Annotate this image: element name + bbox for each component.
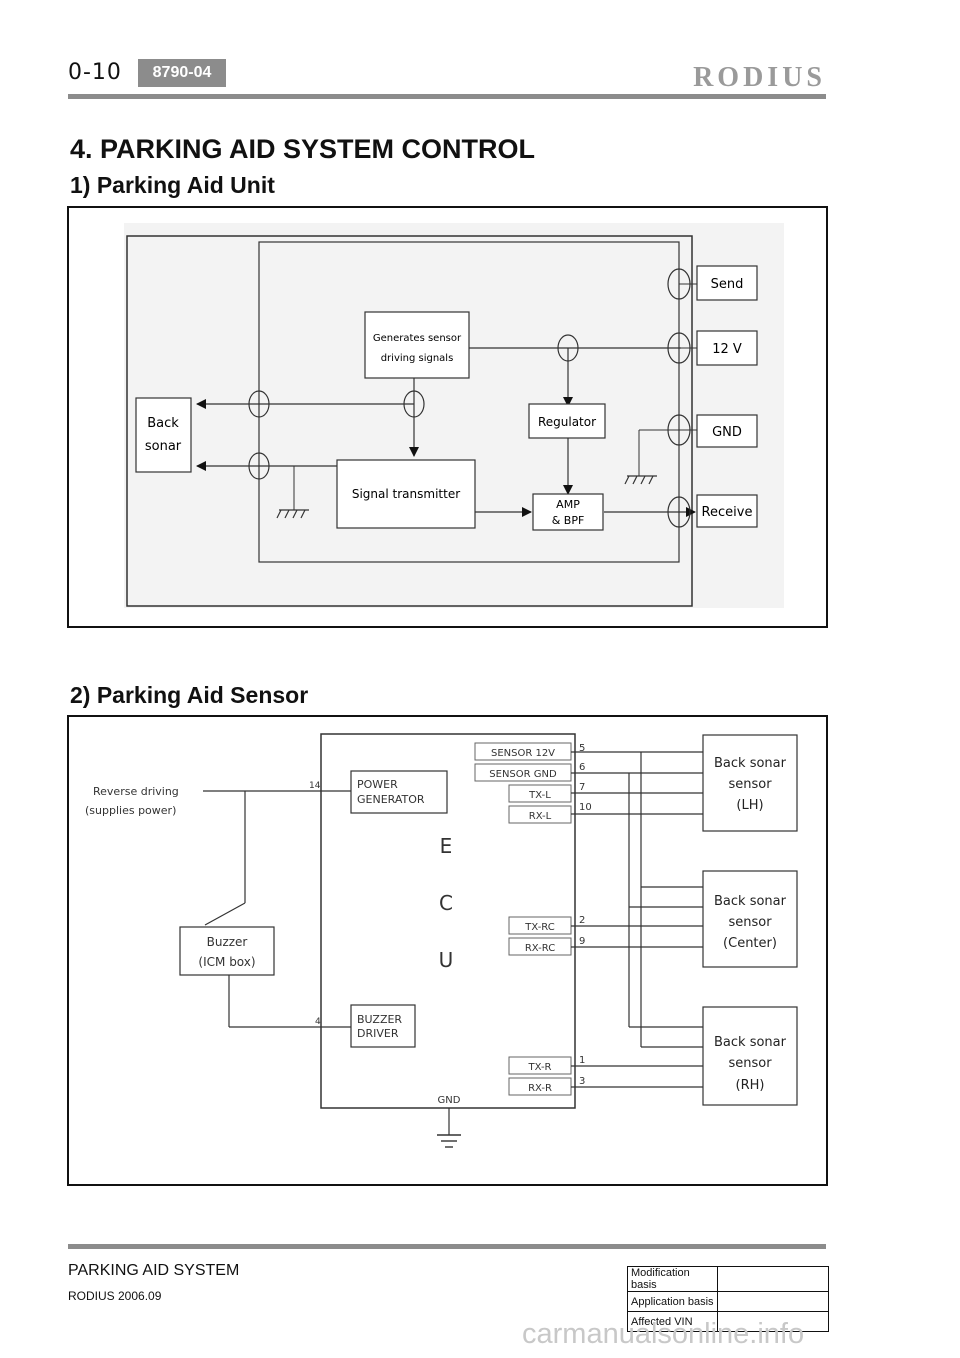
ecu-letter-c: C bbox=[439, 891, 453, 915]
section-title: 4. PARKING AID SYSTEM CONTROL bbox=[70, 134, 536, 164]
footer-date: RODIUS 2006.09 bbox=[68, 1289, 162, 1303]
regulator-box bbox=[528, 403, 606, 439]
signal-tx-l: TX-L bbox=[528, 790, 551, 801]
terminal-send-label: Send bbox=[711, 277, 744, 292]
signal-sensor-gnd: SENSOR GND bbox=[489, 769, 557, 780]
sensor-rh-box bbox=[702, 1006, 798, 1106]
sensor-diagram-frame: Reverse driving (supplies power) 14 Buzz… bbox=[67, 715, 828, 1186]
doc-code-badge: 8790-04 bbox=[138, 59, 226, 87]
pin-3: 3 bbox=[579, 1076, 585, 1087]
signal-transmitter-box bbox=[336, 459, 476, 529]
buzzer-driver-label-2: DRIVER bbox=[357, 1027, 399, 1040]
signal-sensor-12v: SENSOR 12V bbox=[491, 748, 555, 759]
gnd-label: GND bbox=[438, 1095, 461, 1106]
sensor-center-box bbox=[702, 870, 798, 968]
regulator-label: Regulator bbox=[538, 415, 596, 429]
unit-diagram-frame: Back sonar Generates sensor driving sign… bbox=[67, 206, 828, 628]
modification-basis-label: Modification basis bbox=[627, 1266, 718, 1292]
sensor-lh-label-1: Back sonar bbox=[714, 756, 787, 771]
terminal-send-box bbox=[696, 265, 758, 301]
pin-14: 14 bbox=[309, 781, 321, 791]
diagram-background bbox=[124, 223, 784, 608]
buzzer-label-1: Buzzer bbox=[207, 935, 248, 949]
affected-vin-value bbox=[717, 1311, 829, 1332]
footer-title: PARKING AID SYSTEM bbox=[68, 1262, 240, 1279]
sensor-wiring-diagram: Reverse driving (supplies power) 14 Buzz… bbox=[85, 733, 798, 1148]
ecu-box bbox=[320, 733, 576, 1109]
sensor-lh-label-2: sensor bbox=[728, 777, 772, 792]
reverse-label-1: Reverse driving bbox=[93, 785, 179, 798]
pin-4: 4 bbox=[315, 1017, 321, 1027]
power-gen-label-1: POWER bbox=[357, 778, 398, 791]
sensor-rh-label-3: (RH) bbox=[736, 1078, 765, 1093]
power-gen-label-2: GENERATOR bbox=[357, 793, 425, 806]
buzzer-box bbox=[179, 926, 275, 976]
terminal-receive-box bbox=[696, 494, 758, 528]
application-basis-label: Application basis bbox=[627, 1291, 718, 1312]
ground-symbol bbox=[276, 509, 309, 519]
pin-10: 10 bbox=[579, 802, 592, 813]
buzzer-driver-box bbox=[350, 1004, 416, 1048]
connector-circles bbox=[248, 268, 691, 528]
header-rule bbox=[68, 94, 826, 99]
power-generator-box bbox=[350, 770, 448, 814]
terminal-receive-label: Receive bbox=[702, 505, 753, 520]
affected-vin-label: Affected VIN bbox=[627, 1311, 718, 1332]
signal-rx-l: RX-L bbox=[529, 811, 552, 822]
generator-label-2: driving signals bbox=[381, 353, 454, 364]
buzzer-driver-label-1: BUZZER bbox=[357, 1013, 402, 1026]
terminal-gnd-box bbox=[696, 414, 758, 448]
terminal-12v-label: 12 V bbox=[712, 342, 742, 357]
transmitter-label: Signal transmitter bbox=[352, 487, 460, 501]
signal-rx-r: RX-R bbox=[528, 1083, 552, 1094]
generator-label-1: Generates sensor bbox=[373, 333, 462, 344]
signal-rx-rc: RX-RC bbox=[525, 943, 555, 954]
pin-5: 5 bbox=[579, 743, 585, 754]
ground-symbol bbox=[624, 475, 657, 485]
pin-6: 6 bbox=[579, 762, 585, 773]
unit-block-diagram: Back sonar Generates sensor driving sign… bbox=[124, 223, 784, 608]
sensor-center-label-2: sensor bbox=[728, 915, 772, 930]
signal-tx-rc: TX-RC bbox=[524, 922, 555, 933]
ecu-letter-u: U bbox=[439, 948, 454, 972]
back-sonar-box bbox=[135, 397, 192, 473]
sensor-center-label-3: (Center) bbox=[723, 936, 777, 951]
sensor-lh-box bbox=[702, 734, 798, 832]
unit-outer-box bbox=[126, 235, 693, 607]
brand-logo: RODIUS bbox=[693, 62, 826, 93]
signal-tx-r: TX-R bbox=[527, 1062, 551, 1073]
unit-section-title: 1) Parking Aid Unit bbox=[70, 172, 275, 198]
reverse-label-2: (supplies power) bbox=[85, 804, 176, 817]
pin-2: 2 bbox=[579, 915, 585, 926]
ground-symbol bbox=[437, 1134, 461, 1148]
back-sonar-label-2: sonar bbox=[145, 439, 182, 454]
amp-bpf-box bbox=[532, 493, 604, 531]
sensor-center-label-1: Back sonar bbox=[714, 894, 787, 909]
pin-7: 7 bbox=[579, 782, 585, 793]
amp-label-1: AMP bbox=[556, 498, 580, 511]
back-sonar-label-1: Back bbox=[147, 416, 179, 431]
pin-9: 9 bbox=[579, 936, 585, 947]
sensor-section-title: 2) Parking Aid Sensor bbox=[70, 682, 309, 708]
terminal-12v-box bbox=[696, 330, 758, 366]
sensor-lh-label-3: (LH) bbox=[736, 798, 763, 813]
application-basis-value bbox=[717, 1291, 829, 1312]
pin-1: 1 bbox=[579, 1055, 585, 1066]
signal-generator-box bbox=[364, 311, 470, 379]
page-number: 0-10 bbox=[68, 60, 122, 85]
modification-basis-value bbox=[717, 1266, 829, 1292]
sensor-rh-label-2: sensor bbox=[728, 1056, 772, 1071]
terminal-gnd-label: GND bbox=[712, 425, 742, 440]
buzzer-label-2: (ICM box) bbox=[198, 955, 255, 969]
lh-wires bbox=[571, 751, 703, 1048]
modification-table: Modification basis Application basis Aff… bbox=[627, 1266, 829, 1332]
ecu-letter-e: E bbox=[440, 834, 453, 858]
unit-inner-box bbox=[258, 241, 680, 563]
sensor-rh-label-1: Back sonar bbox=[714, 1035, 787, 1050]
watermark: carmanualsonline.info bbox=[522, 1318, 805, 1350]
footer-rule bbox=[68, 1244, 826, 1249]
amp-label-2: & BPF bbox=[552, 514, 585, 527]
